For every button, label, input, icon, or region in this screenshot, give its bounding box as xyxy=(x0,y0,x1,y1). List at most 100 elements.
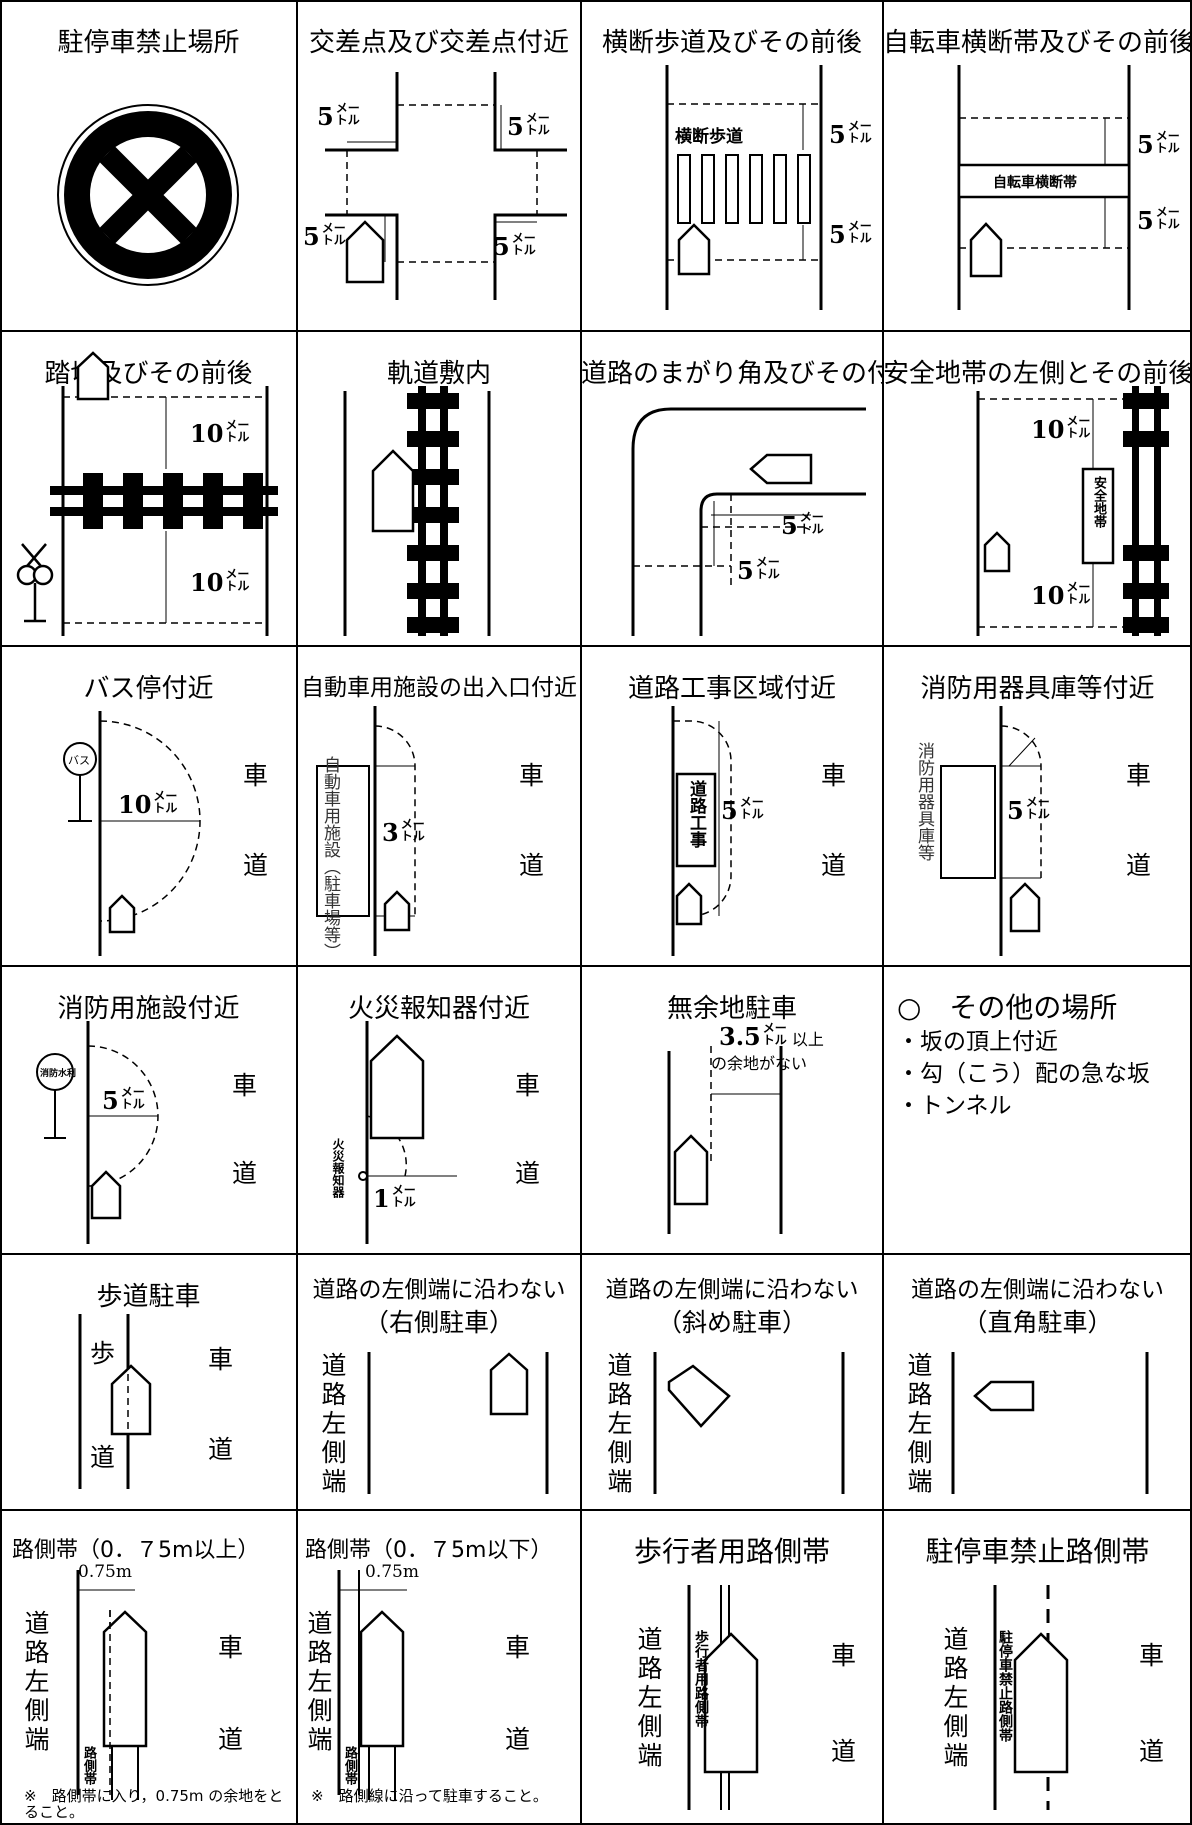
cell-sidewalk-parking: 歩道駐車 歩 道 車 道 xyxy=(0,1254,297,1510)
bicycle-crossing-diagram xyxy=(957,65,1131,310)
roadway-label: 道 xyxy=(1139,1737,1165,1766)
roadway-label: 車 xyxy=(243,761,269,790)
distance-label: 5 xyxy=(1137,206,1154,235)
crosswalk-label: 横断歩道 xyxy=(675,127,743,147)
no-space-diagram xyxy=(667,1046,783,1234)
roadway-label: 車 xyxy=(218,1633,244,1662)
distance-label: 5 xyxy=(829,220,846,249)
pedestrian-shoulder-label: 歩行者用路側帯 xyxy=(693,1630,709,1728)
distance-label: 5 xyxy=(1007,796,1024,825)
distance-label: 5 xyxy=(737,556,754,585)
railroad-crossing-sign-icon xyxy=(16,543,54,623)
shoulder-note: ※ 路側帯に入り，0.75m の余地をとること。 xyxy=(24,1787,284,1821)
bicycle-crossing-label: 自転車横断帯 xyxy=(993,175,1077,191)
roadway-label: 道 xyxy=(218,1725,244,1754)
road-work-label: 道路工事 xyxy=(686,780,706,848)
road-corner-diagram xyxy=(631,407,866,636)
road-left-edge-label: 道路左側端 xyxy=(634,1626,663,1771)
no-space-text: の余地がない xyxy=(711,1054,808,1073)
roadway-label: 道 xyxy=(208,1435,234,1464)
distance-label: 5 xyxy=(317,102,334,131)
distance-label: 10 xyxy=(118,790,152,819)
shoulder-width-label: 0.75m xyxy=(78,1562,132,1582)
distance-label: 5 xyxy=(721,796,738,825)
cell-right-angle: 道路の左側端に沿わない （直角駐車） 道路左側端 xyxy=(883,1254,1192,1510)
sidewalk-label: 歩 xyxy=(90,1339,116,1368)
roadway-label: 道 xyxy=(1126,851,1152,880)
cell-no-stop-shoulder: 駐停車禁止路側帯 道路左側端 駐停車禁止路側帯 車 道 xyxy=(883,1510,1192,1825)
roadway-label: 車 xyxy=(1139,1641,1165,1670)
fire-hydrant-sign-label: 消防水利 xyxy=(40,1069,77,1079)
shoulder-note: ※ 路側線に沿って駐車すること。 xyxy=(311,1787,548,1805)
intersection-diagram xyxy=(325,72,567,300)
cell-diagonal: 道路の左側端に沿わない （斜め駐車） 道路左側端 xyxy=(581,1254,883,1510)
roadway-label: 道 xyxy=(519,851,545,880)
cell-right-side: 道路の左側端に沿わない （右側駐車） 道路左側端 xyxy=(297,1254,581,1510)
distance-label: 5 xyxy=(829,120,846,149)
distance-label: 5 xyxy=(507,112,524,141)
roadway-label: 車 xyxy=(515,1071,541,1100)
roadway-label: 車 xyxy=(208,1345,234,1374)
fire-equipment-label: 消防用器具庫等 xyxy=(914,742,934,861)
distance-label: 10 xyxy=(190,419,224,448)
road-left-edge-label: 道路左側端 xyxy=(318,1352,347,1497)
no-parking-sign-icon xyxy=(57,104,239,286)
road-left-edge-label: 道路左側端 xyxy=(904,1352,933,1497)
road-left-edge-label: 道路左側端 xyxy=(304,1610,333,1755)
distance-label: 5 xyxy=(303,222,320,251)
cell-other-places: ○ その他の場所 ・坂の頂上付近 ・勾（こう）配の急な坂 ・トンネル xyxy=(883,966,1192,1254)
shoulder-label: 路側帯 xyxy=(342,1746,357,1785)
fire-facility-diagram xyxy=(36,1021,159,1244)
roadway-label: 道 xyxy=(505,1725,531,1754)
roadway-label: 道 xyxy=(243,851,269,880)
shoulder-narrow-diagram xyxy=(337,1570,407,1800)
cell-no-parking-zone: 駐停車禁止場所 xyxy=(0,0,297,331)
parking-facility-label: 自動車用施設（駐車場等） xyxy=(320,756,340,960)
other-places-item: ・トンネル xyxy=(897,1093,1012,1119)
roadway-label: 車 xyxy=(831,1641,857,1670)
shoulder-label: 路側帯 xyxy=(81,1746,96,1785)
no-space-text: 以上 xyxy=(791,1030,824,1049)
other-places-item: ・勾（こう）配の急な坂 xyxy=(897,1061,1150,1087)
distance-label: 5 xyxy=(781,511,798,540)
distance-label: 3 xyxy=(382,818,399,847)
distance-label: 3.5 xyxy=(719,1022,761,1051)
distance-label: 10 xyxy=(1031,415,1065,444)
distance-label: 10 xyxy=(1031,581,1065,610)
roadway-label: 道 xyxy=(515,1159,541,1188)
bus-stop-sign-label: バス xyxy=(68,754,90,767)
cell-pedestrian-shoulder: 歩行者用路側帯 道路左側端 歩行者用路側帯 車 道 xyxy=(581,1510,883,1825)
roadway-label: 道 xyxy=(232,1159,258,1188)
sidewalk-label: 道 xyxy=(90,1443,116,1472)
distance-label: 10 xyxy=(190,568,224,597)
railroad-crossing-diagram xyxy=(16,351,278,636)
roadway-label: 車 xyxy=(821,761,847,790)
roadway-label: 道 xyxy=(831,1737,857,1766)
shoulder-width-label: 0.75m xyxy=(365,1562,419,1582)
other-places-heading: ○ その他の場所 xyxy=(897,991,1118,1024)
safety-zone-label: 安全地帯 xyxy=(1091,476,1106,528)
distance-label: 1 xyxy=(373,1184,390,1213)
cell-shoulder-narrow: 路側帯（0．７5m以下） 0.75m 道路左側端 路側帯 車 道 ※ 路側線に沿… xyxy=(297,1510,581,1825)
track-diagram xyxy=(343,386,491,636)
distance-label: 5 xyxy=(493,232,510,261)
roadway-label: 車 xyxy=(505,1633,531,1662)
distance-label: 5 xyxy=(1137,130,1154,159)
cell-track: 軌道敷内 xyxy=(297,331,581,646)
cell-shoulder-wide: 路側帯（0．７5m以上） 0.75m 道路左側端 路側帯 車 道 ※ 路側帯に入… xyxy=(0,1510,297,1825)
roadway-label: 車 xyxy=(519,761,545,790)
